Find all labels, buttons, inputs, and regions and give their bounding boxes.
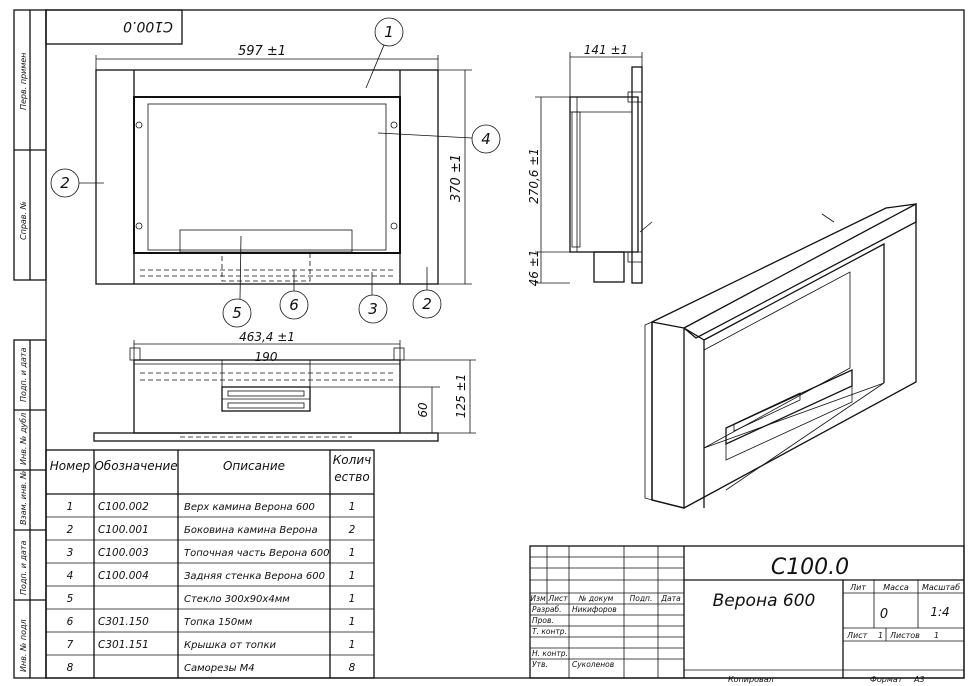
- table-cell: 8: [67, 662, 74, 674]
- table-cell: 5: [67, 593, 74, 605]
- table-cell: 1: [349, 639, 356, 651]
- table-cell: 2: [67, 524, 74, 536]
- stamp-box: [45, 9, 183, 45]
- dim-label: 190: [255, 350, 278, 364]
- title-name-cell: Суколенов: [572, 660, 614, 669]
- dim-width: 597 ±1: [95, 44, 439, 70]
- title-role: Т. контр.: [532, 627, 567, 636]
- title-block: C100.0 Верона 600 Изм Лист № докум Подп.…: [529, 545, 965, 684]
- table-cell: 1: [349, 616, 356, 628]
- table-cell: C301.150: [98, 616, 149, 628]
- dim-label: 60: [416, 402, 430, 418]
- title-code: C100.0: [771, 555, 849, 580]
- margin-label: Взам. инв. №: [19, 471, 28, 525]
- title-mass-value: 0: [880, 607, 888, 622]
- title-name: Верона 600: [713, 591, 816, 611]
- callout-label: 2: [60, 174, 70, 192]
- title-name-cell: Никифоров: [572, 605, 617, 614]
- title-mass: Масса: [883, 583, 909, 592]
- table-cell: Топочная часть Верона 600: [184, 548, 330, 559]
- table-cell: 2: [349, 524, 356, 536]
- title-col-head: № докум: [578, 594, 614, 603]
- title-role: Н. контр.: [532, 649, 568, 658]
- dim-label: 597 ±1: [238, 44, 286, 59]
- callout-label: 4: [481, 130, 491, 148]
- table-cell: 1: [349, 547, 356, 559]
- table-cell: C100.004: [98, 570, 149, 582]
- dim-height: 370 ±1: [438, 69, 472, 285]
- table-cell: Топка 150мм: [184, 617, 253, 628]
- title-sheet: Лист: [846, 631, 868, 640]
- title-sheets-value: 1: [934, 631, 939, 640]
- callout-label: 1: [384, 23, 394, 41]
- callout-label: 5: [232, 304, 242, 322]
- table-cell: Задняя стенка Верона 600: [184, 571, 325, 582]
- margin-label: Подп. и дата: [19, 347, 28, 402]
- margin-label: Инв. № подл: [19, 619, 28, 672]
- title-sheet-value: 1: [878, 631, 883, 640]
- title-col-head: Изм: [530, 594, 546, 603]
- dim-side: 141 ±1 270,6 ±1 46 ±1: [527, 43, 643, 287]
- dim-label: 370 ±1: [449, 154, 464, 202]
- title-lit: Лит: [849, 583, 866, 592]
- table-cell: 4: [67, 570, 74, 582]
- margin-label: Справ. №: [19, 201, 28, 240]
- title-format: Формат: [870, 675, 903, 684]
- title-role: Утв.: [532, 660, 548, 669]
- table-cell: 8: [349, 662, 356, 674]
- table-cell: 7: [67, 639, 74, 651]
- isometric-view: [639, 202, 917, 509]
- table-cell: 3: [67, 547, 74, 559]
- dim-label: 270,6 ±1: [527, 148, 541, 204]
- table-cell: Верх камина Верона 600: [184, 502, 315, 513]
- side-view: [569, 66, 643, 284]
- table-cell: 1: [349, 593, 356, 605]
- title-scale: Масштаб: [922, 583, 960, 592]
- stamp-code: C100.0: [123, 18, 173, 34]
- table-cell: 6: [67, 616, 74, 628]
- table-cell: C100.003: [98, 547, 149, 559]
- title-role: Разраб.: [532, 605, 561, 614]
- title-scale-value: 1:4: [930, 605, 949, 619]
- margin-labels: Перв. примен Справ. № Подп. и дата Инв. …: [19, 52, 28, 672]
- callouts: 1 2 4 5 6 3 2: [50, 17, 501, 328]
- table-cell: C301.151: [98, 639, 149, 651]
- title-col-head: Дата: [660, 594, 681, 603]
- table-cell: C100.001: [98, 524, 149, 536]
- table-header: Обозначение: [94, 459, 177, 473]
- margin-label: Перв. примен: [19, 52, 28, 110]
- callout-label: 2: [422, 295, 432, 313]
- title-role: Пров.: [532, 616, 554, 625]
- table-cell: Саморезы М4: [184, 663, 255, 674]
- title-col-head: Подп.: [630, 594, 653, 603]
- dim-bottom: 463,4 ±1 190 60 125 ±1: [133, 330, 476, 434]
- table-header: Номер: [50, 459, 91, 473]
- front-view: [95, 69, 439, 285]
- table-cell: Боковина камина Верона: [184, 525, 318, 536]
- callout-label: 3: [368, 300, 378, 318]
- title-format-value: A3: [913, 675, 925, 684]
- title-col-head: Лист: [547, 594, 568, 603]
- title-copied: Копировал: [728, 675, 774, 684]
- dim-label: 125 ±1: [454, 374, 468, 418]
- table-header: Описание: [223, 459, 285, 473]
- margin-label: Инв. № дубл: [19, 413, 28, 465]
- table-cell: 1: [67, 501, 74, 513]
- table-cell: Крышка от топки: [184, 640, 276, 651]
- dim-label: 46 ±1: [527, 250, 541, 287]
- table-cell: Стекло 300х90х4мм: [184, 594, 290, 605]
- dim-label: 463,4 ±1: [239, 330, 295, 344]
- dim-label: 141 ±1: [584, 43, 628, 57]
- table-cell: 1: [349, 570, 356, 582]
- table-cell: 1: [349, 501, 356, 513]
- callout-label: 6: [289, 296, 299, 314]
- margin-label: Подп. и дата: [19, 540, 28, 595]
- table-cell: C100.002: [98, 501, 149, 513]
- title-sheets: Листов: [889, 631, 920, 640]
